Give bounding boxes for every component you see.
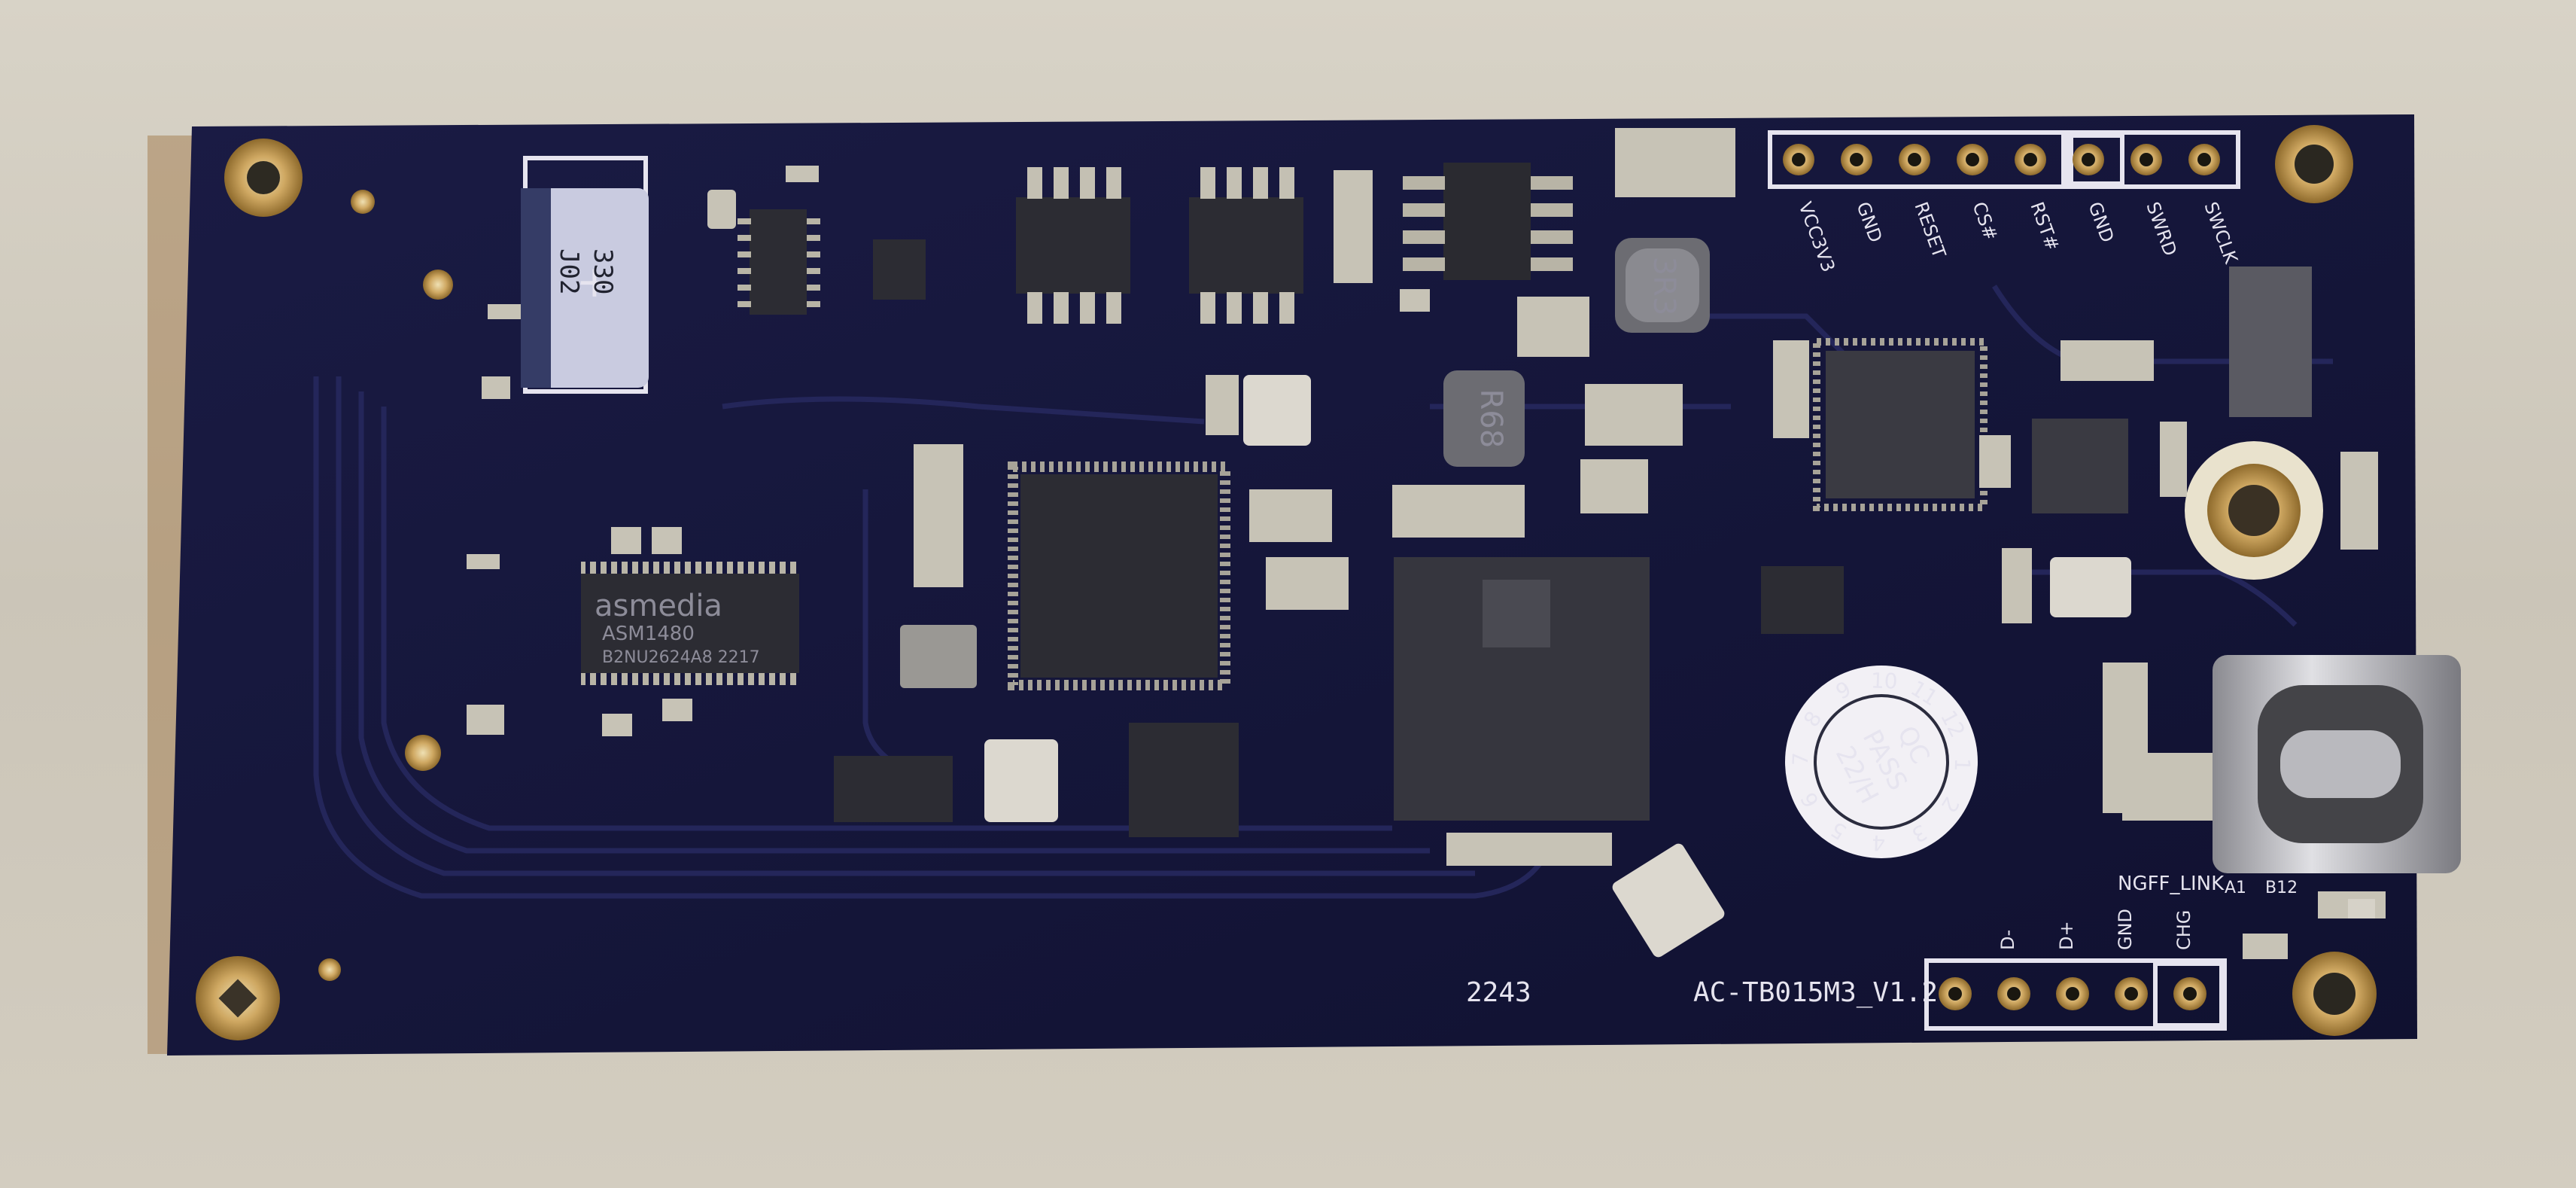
bottom-header-pin-hole [1948, 987, 1962, 1001]
board-date-code: 2243 [1466, 977, 1531, 1008]
asmedia-chip: asmedia ASM1480 B2NU2624A8 2217 [581, 562, 799, 685]
soic-chip-right [1761, 566, 1844, 634]
crystal-oscillators [984, 375, 2131, 958]
ngff-link-label: NGFF_LINK [2118, 873, 2225, 895]
bga-main-chip [1394, 557, 1650, 821]
qc-ring-number: 1 [1950, 757, 1975, 772]
pin-a1-label: A1 [2225, 879, 2246, 897]
qfn-chip-small [2032, 419, 2128, 513]
tssop-chip-middle [1129, 723, 1239, 837]
bottom-header-pin-hole [2183, 987, 2197, 1001]
controller-qfp-chip [1008, 461, 1230, 690]
inductor-small: 3R3 [1615, 238, 1710, 333]
usb-c-connector [2213, 655, 2461, 873]
top-header-pin-hole [1792, 153, 1805, 166]
bottom-header-label: CHG [2173, 910, 2194, 950]
qc-ring-number: 4 [1872, 830, 1886, 856]
bottom-header-labels: D- D+ GND CHG [1997, 909, 2194, 950]
asmedia-part: ASM1480 [602, 623, 695, 645]
mounting-hole-standoff [2185, 441, 2323, 580]
power-chip-top [1403, 163, 1573, 280]
soic8-chip-1 [1016, 167, 1130, 324]
sot-chip [873, 239, 926, 300]
qfn-chip-right [1813, 338, 1988, 511]
top-header-pin-hole [1850, 153, 1863, 166]
mounting-hole-bottom-right [2292, 952, 2377, 1036]
qc-ring-number: 10 [1870, 668, 1898, 693]
bottom-header-label: D- [1997, 930, 2018, 950]
bottom-header-pin-hole [2066, 987, 2079, 1001]
bottom-header-pin-hole [2007, 987, 2021, 1001]
led-indicator [2348, 899, 2375, 918]
qc-ring-number: 7 [1788, 752, 1814, 766]
top-header-pin-hole [1908, 153, 1921, 166]
soic-chip-1 [738, 209, 820, 315]
electrolytic-capacitor: + 330 J02 [521, 156, 649, 394]
top-header-pin-hole [2024, 153, 2037, 166]
tssop-chip-left [834, 756, 953, 822]
top-header-pin-hole [1966, 153, 1979, 166]
bottom-header [1924, 958, 2227, 1031]
pin-b12-label: B12 [2265, 879, 2298, 897]
capacitor-plus-icon: + [567, 264, 619, 301]
inductor-large-label: R68 [1474, 389, 1508, 449]
soic8-chip-2 [1189, 167, 1303, 324]
mounting-hole-top-left [224, 139, 303, 217]
bottom-header-label: GND [2115, 909, 2136, 950]
mounting-hole-bottom-left [196, 956, 280, 1040]
top-header [1768, 130, 2240, 189]
top-header-pin-hole [2140, 153, 2153, 166]
top-header-pin-hole [2082, 153, 2095, 166]
bottom-header-label: D+ [2056, 921, 2077, 950]
board-model-label: AC-TB015M3_V1.2 [1693, 977, 1938, 1008]
bottom-header-pin-hole [2124, 987, 2138, 1001]
asmedia-lot: B2NU2624A8 2217 [602, 648, 760, 667]
top-header-pin-hole [2197, 153, 2211, 166]
asmedia-brand: asmedia [595, 589, 722, 623]
capacitor-value-bottom: J02 [554, 248, 584, 294]
passive-components [467, 128, 2386, 959]
capacitor-value-top: 330 [588, 248, 618, 294]
mounting-hole-top-right [2275, 125, 2353, 203]
test-points [318, 190, 453, 981]
inductor-large: R68 [1443, 370, 1525, 467]
inductor-small-label: 3R3 [1647, 257, 1681, 316]
